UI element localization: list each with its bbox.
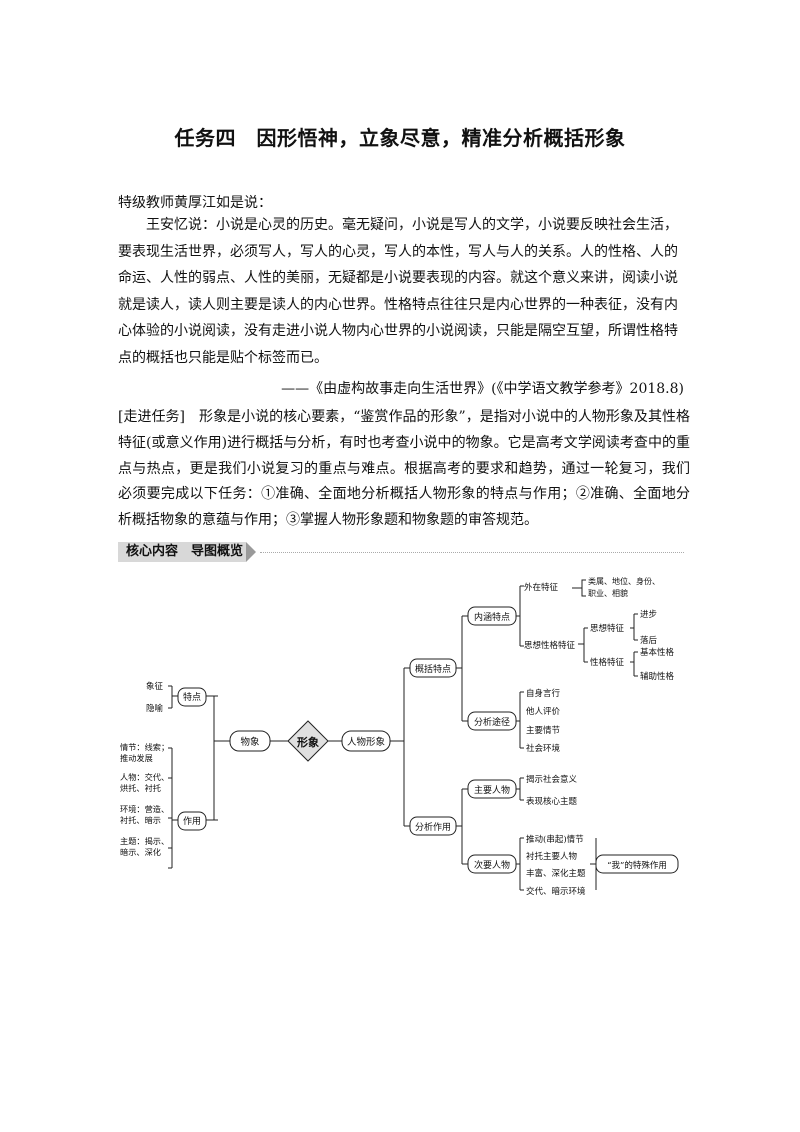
quote-paragraph: 王安忆说：小说是心灵的历史。毫无疑问，小说是写人的文学，小说要反映社会生活，要表… — [118, 217, 678, 366]
tedian-item: 隐喻 — [146, 703, 164, 714]
zuoyong-item: 暗示、深化 — [120, 847, 161, 857]
wo-box — [595, 854, 679, 874]
mind-map: 形象 物象 人物形象 特点 作用 象征 隐喻 情节：线索； 推动发展 人物：交代… — [120, 576, 679, 897]
section-arrow-icon — [246, 542, 256, 562]
zuoyong-item: 烘托、衬托 — [120, 783, 161, 793]
section-label: 核心内容 导图概览 — [118, 542, 246, 562]
renwu-label: 人物形象 — [347, 736, 386, 748]
tujing-label: 分析途径 — [474, 716, 510, 728]
ciyao-label: 次要人物 — [474, 859, 510, 871]
zhuyao-label: 主要人物 — [474, 784, 510, 796]
tujing-item: 自身言行 — [526, 688, 561, 699]
center-label: 形象 — [297, 735, 319, 749]
section-divider — [260, 552, 684, 553]
zuoyong-item: 推动发展 — [120, 753, 153, 763]
zuoyong-item: 环境：营造、 — [120, 804, 169, 814]
zuoyong-item: 情节：线索； — [120, 742, 169, 752]
zhuyao-item: 表现核心主题 — [526, 796, 578, 807]
tedian-box — [177, 687, 207, 707]
zuoyong-box — [177, 811, 207, 831]
neihan-label: 内涵特点 — [474, 611, 510, 623]
page-title: 任务四 因形悟神，立象尽意，精准分析概括形象 — [174, 126, 626, 150]
ciyao-item: 丰富、深化主题 — [526, 868, 586, 879]
ciyao-item: 衬托主要人物 — [526, 851, 578, 862]
xingge-tezheng-label: 性格特征 — [590, 657, 625, 668]
wuxiang-label: 物象 — [240, 736, 260, 748]
waizai-detail: 职业、相貌 — [588, 588, 628, 598]
gaikuo-label: 概括特点 — [415, 663, 451, 675]
task-paragraph: [走进任务] 形象是小说的核心要素，“鉴赏作品的形象”，是指对小说中的人物形象及… — [118, 409, 690, 529]
waizai-label: 外在特征 — [524, 582, 559, 593]
ciyao-item: 推动(串起)情节 — [526, 834, 584, 845]
zuoyong-item: 衬托、暗示 — [120, 815, 161, 825]
zuoyong-label: 作用 — [183, 815, 201, 827]
fenxi-label: 分析作用 — [415, 821, 451, 833]
sixiang-item: 进步 — [640, 610, 657, 620]
tedian-item: 象征 — [146, 681, 164, 692]
tedian-label: 特点 — [183, 691, 201, 703]
zhuyao-item: 揭示社会意义 — [526, 774, 578, 785]
tujing-item: 他人评价 — [526, 706, 561, 717]
xingge-item: 辅助性格 — [640, 671, 675, 682]
wo-label: “我”的特殊作用 — [607, 860, 667, 871]
tujing-item: 社会环境 — [526, 743, 561, 754]
ciyao-item: 交代、暗示环境 — [526, 886, 586, 897]
tujing-item: 主要情节 — [526, 725, 561, 736]
intro-line: 特级教师黄厚江如是说： — [118, 195, 272, 211]
xingge-item: 基本性格 — [640, 647, 675, 658]
sixiang-label: 思想性格特征 — [524, 640, 576, 651]
sixiang-tezheng-label: 思想特征 — [590, 623, 625, 634]
sixiang-item: 落后 — [640, 635, 658, 646]
waizai-detail: 类属、地位、身份、 — [588, 576, 660, 586]
quote-source: ——《由虚构故事走向生活世界》(《中学语文教学参考》2018.8) — [281, 381, 684, 397]
zuoyong-item: 主题：揭示、 — [120, 836, 169, 846]
zuoyong-item: 人物：交代、 — [120, 772, 169, 782]
section-header: 核心内容 导图概览 — [118, 542, 684, 564]
